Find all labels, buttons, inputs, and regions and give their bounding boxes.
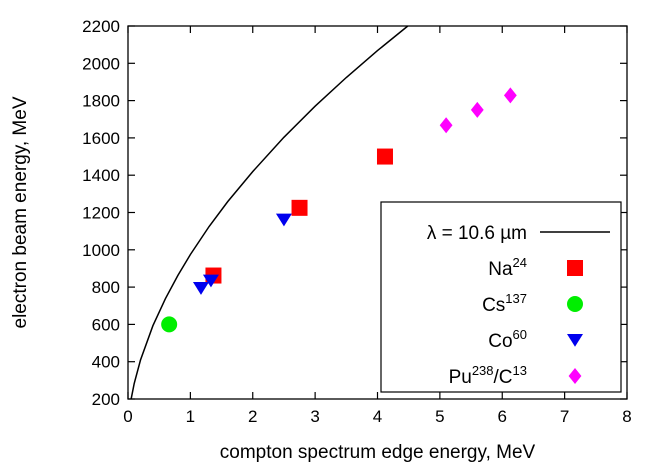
legend-entry-label: Cs137 <box>482 291 527 316</box>
y-tick-label: 1400 <box>82 166 120 185</box>
data-point-na <box>376 148 393 165</box>
data-point-cs <box>161 316 178 333</box>
data-markers <box>161 87 517 333</box>
legend-entry-label: Pu238/C13 <box>449 363 527 388</box>
y-tick-label: 800 <box>92 278 120 297</box>
legend-box <box>380 201 622 393</box>
y-tick-label: 2000 <box>82 54 120 73</box>
x-tick-label: 0 <box>123 407 132 426</box>
data-point-co <box>202 274 219 288</box>
data-point-co <box>275 213 292 227</box>
x-axis-title: compton spectrum edge energy, MeV <box>220 442 536 463</box>
fit-curve-line <box>130 25 409 400</box>
data-point-co <box>192 282 209 295</box>
y-tick-label: 2200 <box>82 17 120 36</box>
legend-entry-line-label: λ = 10.6 µm <box>427 223 527 244</box>
legend-entry-label: Co60 <box>488 327 527 352</box>
y-tick-label: 1600 <box>82 129 120 148</box>
x-tick-label: 5 <box>435 407 444 426</box>
y-tick-label: 1800 <box>82 92 120 111</box>
x-tick-label: 2 <box>248 407 257 426</box>
data-point-pu <box>503 87 517 104</box>
y-tick-label: 200 <box>92 390 120 409</box>
legend-entry-label: Na24 <box>488 255 527 280</box>
legend-marker-na <box>567 260 583 276</box>
curve-group <box>130 25 409 400</box>
data-point-na <box>291 199 308 216</box>
y-tick-label: 600 <box>92 315 120 334</box>
data-point-pu <box>470 101 484 118</box>
y-axis-title: electron beam energy, MeV <box>10 96 31 328</box>
legend-marker-co <box>567 334 583 347</box>
data-point-pu <box>439 117 453 134</box>
x-tick-label: 1 <box>186 407 195 426</box>
legend-marker-cs <box>567 296 583 312</box>
x-tick-label: 3 <box>310 407 319 426</box>
x-tick-label: 6 <box>498 407 507 426</box>
x-tick-label: 7 <box>560 407 569 426</box>
y-tick-label: 1200 <box>82 204 120 223</box>
y-tick-label: 1000 <box>82 241 120 260</box>
legend-marker-pu <box>568 368 582 384</box>
y-tick-label: 400 <box>92 353 120 372</box>
x-tick-label: 8 <box>622 407 631 426</box>
x-tick-label: 4 <box>373 407 382 426</box>
